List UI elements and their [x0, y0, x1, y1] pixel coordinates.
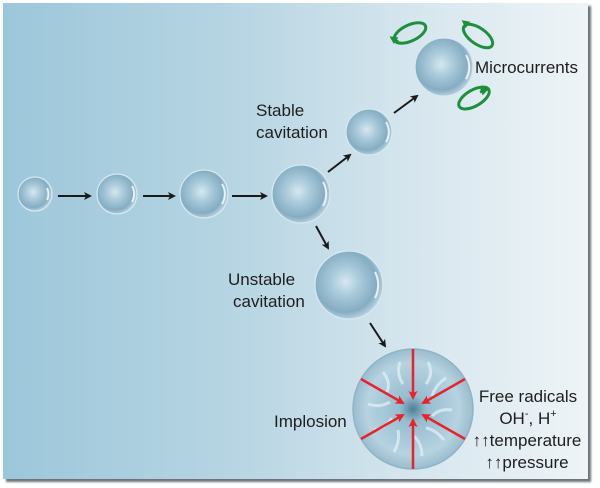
bubble-unstable — [314, 250, 384, 320]
label-implosion: Implosion — [274, 412, 347, 431]
microcurrent-swirl-2 — [461, 20, 495, 50]
label-stable-1: Stable — [256, 101, 304, 120]
label-pressure: ↑↑pressure — [485, 453, 568, 472]
bubble-2 — [96, 173, 138, 215]
arrow-to-implosion — [369, 322, 387, 348]
label-free-radicals: Free radicals — [479, 387, 577, 406]
label-unstable-2: cavitation — [233, 292, 305, 311]
bubble-4 — [271, 164, 331, 224]
microcurrent-swirl-3 — [457, 85, 491, 111]
label-oh-charge: - — [525, 408, 529, 420]
bubble-1 — [17, 176, 53, 212]
microcurrent-swirl-1 — [389, 21, 428, 45]
bubble-stable — [345, 108, 393, 156]
label-temperature: ↑↑temperature — [473, 431, 582, 450]
label-oh: OH — [499, 409, 525, 428]
diagram-frame — [3, 3, 588, 479]
label-unstable-1: Unstable — [228, 270, 295, 289]
label-h-charge: + — [550, 408, 556, 420]
arrow-to-unstable — [315, 225, 329, 250]
label-ions: OH-, H+ — [499, 408, 556, 428]
arrow-to-microcurrents — [393, 94, 419, 114]
bubble-3 — [179, 169, 229, 219]
arrow-to-stable — [327, 153, 352, 173]
label-stable-2: cavitation — [256, 123, 328, 142]
implosion-arrows — [360, 349, 466, 469]
bubble-implosion — [352, 348, 474, 470]
label-microcurrents: Microcurrents — [475, 58, 578, 77]
label-h: , H — [529, 409, 551, 428]
bubble-microcurrents — [414, 37, 474, 97]
